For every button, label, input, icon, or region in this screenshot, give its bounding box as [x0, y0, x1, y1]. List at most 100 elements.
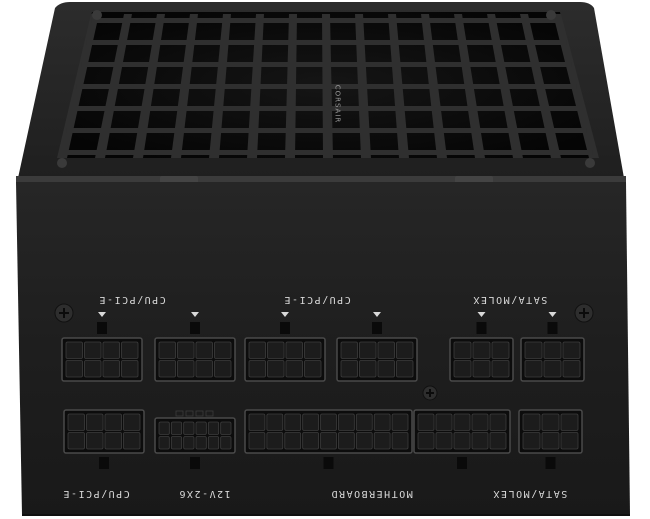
grille-bar-horizontal — [71, 106, 582, 111]
pin-well — [67, 432, 85, 450]
pin-well — [195, 421, 207, 435]
pin-well — [320, 432, 337, 450]
socket-cpu-pcie-2 — [154, 312, 236, 382]
pin-well — [396, 341, 414, 359]
label-bottom-cpu-pcie: CPU/PCI-E — [62, 488, 130, 499]
pin-well — [248, 341, 266, 359]
pin-well — [86, 413, 104, 431]
pin-well — [248, 360, 266, 378]
grille-bar-horizontal — [66, 128, 587, 133]
pin-well — [84, 341, 102, 359]
pin-well — [183, 421, 195, 435]
pin-well — [302, 413, 319, 431]
pin-well — [102, 341, 120, 359]
pin-well — [562, 360, 581, 378]
pin-well — [491, 341, 510, 359]
pin-well — [524, 360, 543, 378]
sense-pin — [185, 410, 194, 417]
pin-well — [84, 360, 102, 378]
pin1-arrow — [191, 312, 199, 317]
socket-bottom-sata-molex — [518, 409, 583, 469]
pin-well — [524, 341, 543, 359]
screw-panel-left — [54, 303, 74, 323]
latch-notch — [372, 322, 382, 334]
pin-well — [121, 360, 139, 378]
pin-well — [220, 436, 232, 450]
fan-grille — [57, 14, 599, 158]
socket-bottom-cpu-pcie — [63, 409, 145, 469]
pin-well — [285, 360, 303, 378]
pin-well — [284, 413, 302, 431]
latch-notch — [547, 322, 558, 334]
socket-12v-2x6 — [154, 417, 236, 469]
latch-notch — [97, 322, 107, 334]
pin-well — [267, 341, 285, 359]
pin-well — [284, 432, 302, 450]
latch-notch — [323, 457, 334, 469]
grille-bar-horizontal — [76, 84, 577, 89]
pin-well — [177, 360, 195, 378]
pin-well — [338, 413, 355, 431]
socket-cpu-pcie-3 — [244, 312, 326, 382]
screw-top-left — [92, 10, 102, 20]
screw-panel-right — [574, 303, 594, 323]
pin-well — [435, 413, 453, 431]
pin-well — [158, 421, 170, 435]
pin-well — [472, 360, 491, 378]
pin-well — [195, 436, 207, 450]
pin-well — [355, 432, 373, 450]
pin1-arrow — [477, 312, 486, 317]
pin1-arrow — [281, 312, 289, 317]
pin-well — [435, 432, 453, 450]
sense-pin — [175, 410, 184, 417]
pin-well — [121, 341, 139, 359]
pin-well — [65, 341, 83, 359]
latch-notch — [99, 457, 109, 469]
pin-well — [453, 360, 472, 378]
pin-well — [248, 432, 266, 450]
socket-sata-molex-2 — [520, 312, 585, 382]
pin-well — [158, 436, 170, 450]
pin-well — [391, 413, 409, 431]
socket-cpu-pcie-4 — [336, 312, 418, 382]
pin-well — [304, 360, 322, 378]
pin-well — [543, 360, 562, 378]
pin-well — [373, 432, 391, 450]
sense-pin — [205, 410, 214, 417]
pin-well — [417, 413, 435, 431]
pin-well — [86, 432, 104, 450]
sense-pins — [175, 410, 214, 417]
pin-well — [214, 341, 232, 359]
socket-motherboard-a — [244, 409, 413, 469]
grille-bar-horizontal — [61, 150, 593, 155]
grille-bar-horizontal — [86, 40, 567, 45]
socket-cpu-pcie-1 — [61, 312, 143, 382]
label-bottom-motherboard: MOTHERBOARD — [330, 488, 413, 499]
pin-well — [302, 432, 319, 450]
pin-well — [359, 360, 377, 378]
pin-well — [471, 413, 489, 431]
pin-well — [522, 432, 541, 450]
pin-well — [207, 421, 220, 435]
label-top-cpu-pcie-1: CPU/PCI-E — [98, 294, 166, 305]
latch-notch — [476, 322, 487, 334]
pin-well — [377, 360, 395, 378]
pin-well — [123, 432, 141, 450]
socket-motherboard-b — [413, 409, 511, 469]
pin-well — [248, 413, 266, 431]
pin-well — [177, 341, 195, 359]
screw-panel-center — [422, 385, 438, 401]
grille-bar-horizontal — [81, 62, 572, 67]
pin-well — [562, 341, 581, 359]
pin-well — [453, 413, 471, 431]
connector-sockets — [61, 312, 585, 469]
pin-well — [489, 413, 507, 431]
pin-well — [158, 360, 176, 378]
label-top-cpu-pcie-2: CPU/PCI-E — [283, 294, 351, 305]
screw-mid-left — [57, 158, 67, 168]
latch-notch — [190, 457, 200, 469]
socket-sata-molex-1 — [449, 312, 514, 382]
pin-well — [396, 360, 414, 378]
pin-well — [266, 432, 284, 450]
pin-well — [417, 432, 435, 450]
